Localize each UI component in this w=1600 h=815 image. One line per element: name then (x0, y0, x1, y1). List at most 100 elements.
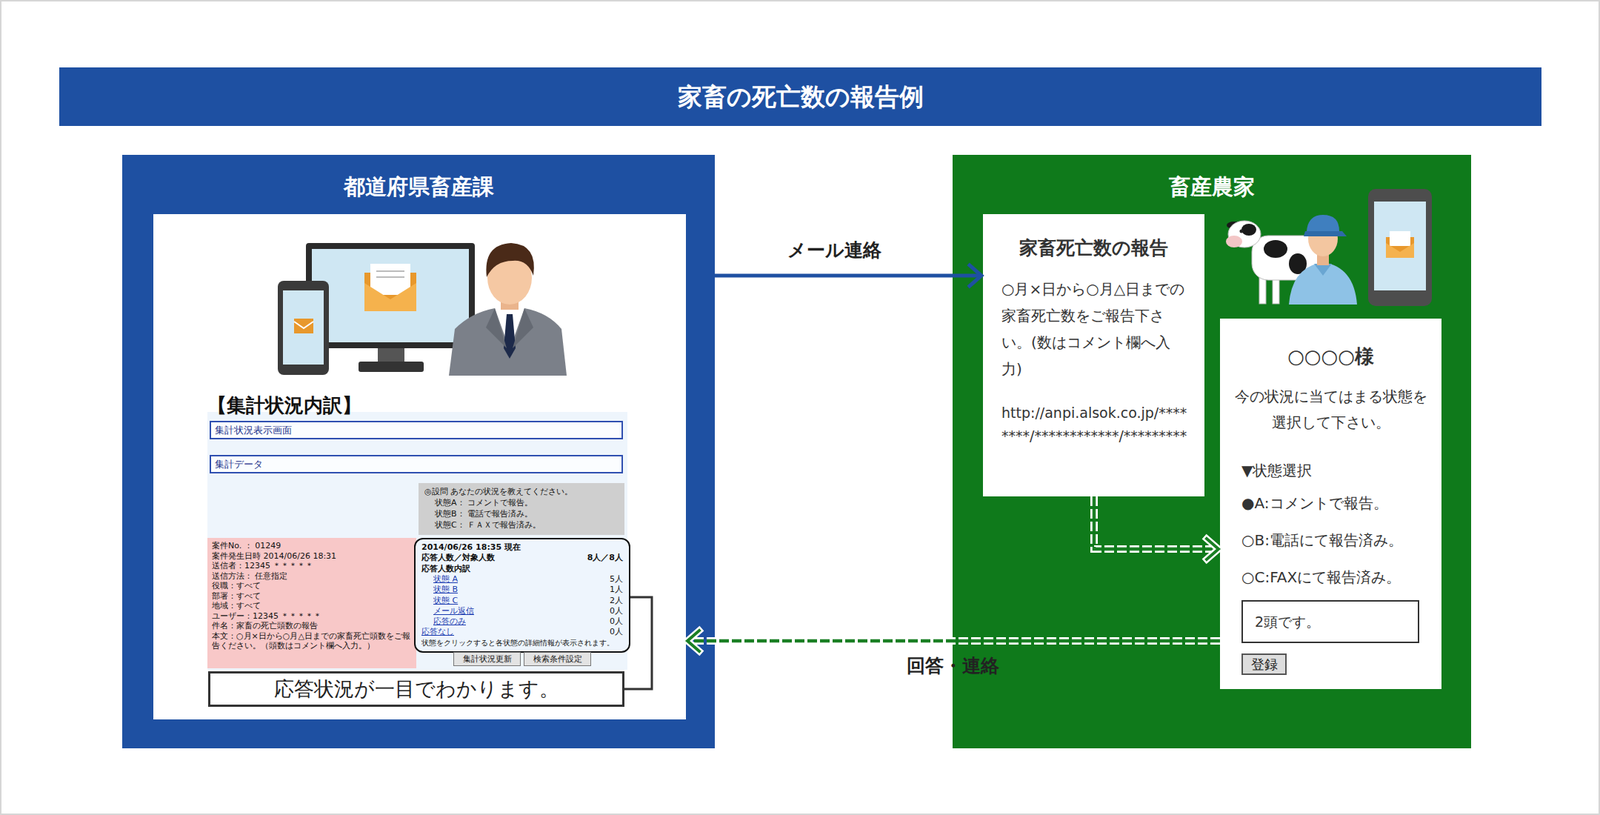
response-summary-box: 2014/06/26 18:35 現在応答人数／対象人数8人／8人応答人数内訳状… (414, 537, 631, 653)
connector (624, 597, 652, 689)
text-holder: 0人 (609, 605, 623, 617)
cow-illustration (1259, 274, 1266, 304)
farmer-illustration (1303, 231, 1347, 237)
node-text: ●A:コメントで報告。 (1241, 491, 1436, 515)
node-text: ○C:FAXにて報告済み。 (1241, 565, 1436, 589)
monitor-illustration (370, 263, 411, 295)
case-info-box: 案件No. ： 01249案件発生日時 2014/06/26 18:31送信者：… (207, 537, 417, 669)
node-text: 家畜死亡数の報告 (982, 235, 1205, 261)
submit-button: 登録 (1241, 653, 1287, 675)
text-holder: http://anpi.alsok.co.jp/********/*******… (1001, 401, 1191, 448)
smartphone-illustration (1368, 188, 1432, 306)
connector-line (1094, 496, 1218, 549)
node-text: http://anpi.alsok.co.jp/********/*******… (1001, 401, 1191, 448)
connector-line (685, 274, 980, 278)
arrow-head (687, 630, 700, 652)
node-text: 状態B： 電話で報告済み。 (424, 508, 619, 520)
officer-illustration (485, 308, 507, 349)
text-holder: 1人 (609, 584, 623, 595)
node-text: 状態A： コメントで報告。 (424, 497, 619, 509)
text-holder: 応答のみ (433, 616, 466, 627)
node-text: 0人 (609, 616, 623, 627)
email-card: 家畜死亡数の報告○月×日から○月△日までの家畜死亡数をご報告下さい。(数はコメン… (982, 214, 1205, 497)
callout-box: 応答状況が一目でわかります。 (208, 671, 625, 707)
node-text: 状態 C (433, 595, 458, 606)
text-holder: 畜産農家 (952, 171, 1472, 202)
node-text: 送信者：12345 ＊＊＊＊＊ (211, 560, 412, 572)
node-text: 状態をクリックすると各状態の詳細情報が表示されます。 (421, 637, 615, 649)
node-text: 集計状況更新 (456, 652, 518, 666)
text-holder: 応答なし (421, 626, 455, 638)
text-holder: 状態 C (433, 595, 458, 606)
monitor-illustration (376, 270, 405, 272)
phone-illustration (277, 280, 329, 375)
text-holder: ●A:コメントで報告。 (1241, 491, 1436, 515)
cow-illustration (1225, 220, 1323, 304)
node-text: 集計データ (214, 457, 618, 471)
connector-line (688, 637, 1220, 645)
section-panel: 集計状況表示画面集計データ◎設問 あなたの状況を教えてください。状態A： コメン… (122, 154, 715, 749)
text-holder: ○B:電話にて報告済み。 (1241, 528, 1436, 552)
monitor-illustration (305, 242, 475, 349)
node-text: 応答人数内訳 (421, 563, 471, 575)
phone-illustration (294, 321, 314, 329)
text-holder: 2014/06/26 18:35 現在 (421, 542, 521, 553)
node-text: 畜産農家 (952, 171, 1472, 202)
monitor-illustration (364, 282, 417, 312)
farmer-illustration (1306, 214, 1340, 232)
node-text: 状態 B (433, 584, 458, 595)
text-holder: 家畜死亡数の報告 (982, 235, 1205, 261)
text-holder: 【集計状況内訳】 (207, 392, 519, 418)
officer-illustration (485, 242, 534, 278)
text-holder: 5人 (609, 574, 623, 585)
node-text: 応答のみ (433, 616, 466, 627)
section-panel: 家畜死亡数の報告○月×日から○月△日までの家畜死亡数をご報告下さい。(数はコメン… (952, 154, 1472, 749)
connector (1094, 496, 1219, 560)
officer-illustration (494, 308, 525, 350)
smartphone-illustration (1385, 242, 1415, 258)
monitor-illustration (311, 248, 469, 343)
node-text: 役職：すべて (211, 580, 412, 592)
node-text: 応答人数／対象人数 (421, 552, 495, 563)
text-holder: 0人 (609, 616, 623, 627)
form-card: 2頭です。登録○○○○様今の状況に当てはまる状態を選択して下さい。▼状態選択●A… (1220, 318, 1442, 689)
arrow-head (687, 630, 700, 652)
text-holder: メール返信 (433, 605, 475, 617)
connector-line (1094, 496, 1218, 549)
node-text: 本文：○月×日から○月△日までの家畜死亡頭数をご報告ください。（頭数はコメント欄… (211, 631, 412, 652)
connector-line (624, 597, 652, 689)
node-text: 送信方法： 任意指定 (211, 571, 412, 582)
smartphone-illustration (1389, 231, 1411, 246)
farmer-illustration (1317, 248, 1329, 266)
node-text: 件名：家畜の死亡頭数の報告 (211, 620, 412, 632)
farmer-illustration (1288, 262, 1358, 305)
diagram-title: 家畜の死亡数の報告例 (59, 67, 1542, 126)
farmer-illustration (1308, 220, 1338, 257)
title-holder: 家畜の死亡数の報告例 (59, 67, 1542, 126)
arrow-head (1206, 538, 1219, 560)
connector-label: 回答・連絡 (834, 654, 1072, 678)
text-holder: ○○○○様 (1220, 343, 1442, 369)
officer-illustration (448, 242, 567, 376)
node-text: 5人 (609, 574, 623, 585)
phone-illustration (277, 280, 329, 375)
node-text: 2人 (609, 595, 623, 606)
node-text: ○○○○様 (1220, 343, 1442, 369)
text-holder: 2人 (609, 595, 623, 606)
officer-illustration (487, 251, 532, 305)
phone-illustration (294, 318, 314, 334)
text-holder: 0人 (609, 626, 623, 638)
comment-input: 2頭です。 (1241, 600, 1420, 643)
text-holder: 状態 B (433, 584, 458, 595)
cow-illustration (1272, 274, 1280, 304)
smartphone-illustration (1385, 237, 1415, 258)
smartphone-illustration (1374, 201, 1426, 291)
monitor-illustration (376, 276, 405, 278)
cow-illustration (1241, 223, 1257, 236)
cow-illustration (1240, 229, 1244, 234)
content-box: 集計状況表示画面集計データ◎設問 あなたの状況を教えてください。状態A： コメン… (153, 214, 686, 720)
cow-illustration (1225, 235, 1243, 248)
officer-illustration (448, 308, 567, 376)
text-holder: 8人／8人 (587, 552, 623, 563)
text-holder: 応答人数／対象人数 (421, 552, 495, 563)
